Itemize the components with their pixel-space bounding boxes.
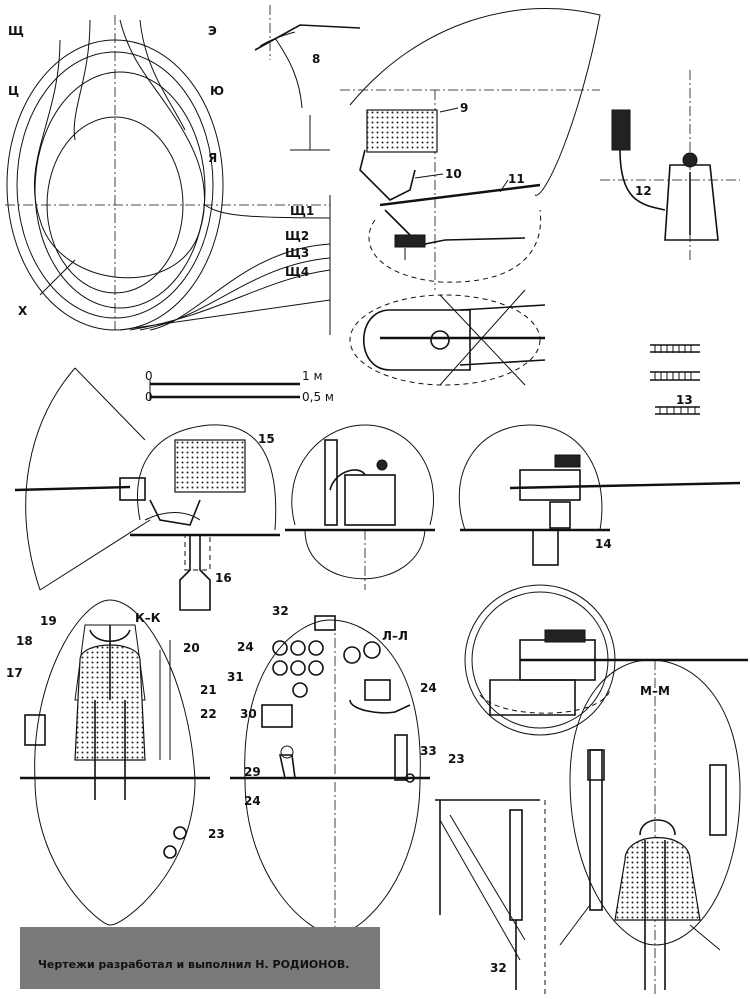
rear-elevation-view: 14 [458, 424, 741, 566]
scale-bottom-value: 0,5 м [302, 390, 334, 404]
part-number-18: 18 [16, 634, 33, 648]
instrument-panel [272, 640, 391, 701]
cartridge-belt: 13 [650, 344, 700, 415]
section-l-l: Л–Л 32 24 31 30 29 24 24 33 23 [227, 604, 465, 936]
section-m-m: М–М [559, 659, 741, 995]
contour-label-ya: Я [208, 151, 217, 165]
part-number-11: 11 [508, 172, 525, 186]
scale-top-value: 1 м [302, 369, 323, 383]
scale-zero-top: 0 [145, 369, 153, 383]
section-k-k: К–К 17 18 19 20 21 22 23 [6, 599, 225, 926]
part-number-22: 22 [200, 707, 217, 721]
part-number-19: 19 [40, 614, 57, 628]
part-number-26: 30 [240, 707, 257, 721]
part-number-14: 14 [595, 537, 612, 551]
part-number-12: 12 [635, 184, 652, 198]
contour-label-ts: Ц [8, 84, 19, 98]
turret-ring-plan [464, 584, 748, 736]
part-number-24c: 24 [420, 681, 437, 695]
part-number-29: 33 [420, 744, 437, 758]
part-number-28: 32 [272, 604, 289, 618]
sight-detail: 12 [600, 70, 740, 260]
section-l-l-title: Л–Л [382, 629, 408, 643]
contour-label-kh: Х [18, 304, 28, 318]
contour-label-shch2: Щ2 [285, 229, 309, 243]
contour-label-e: Э [208, 24, 217, 38]
part-number-13: 13 [676, 393, 693, 407]
part-number-9: 9 [460, 101, 468, 115]
drawing-credit-caption: Чертежи разработал и выполнил Н. РОДИОНО… [38, 958, 350, 971]
contour-label-shch: Щ [8, 24, 24, 38]
part-number-8: 8 [312, 52, 320, 66]
contour-label-shch4: Щ4 [285, 265, 309, 279]
contour-labels: Щ Ц Э Ю Я Х Щ1 Щ2 Щ3 Щ4 [8, 24, 314, 318]
section-m-m-title: М–М [640, 684, 670, 698]
caption-background [20, 927, 380, 989]
part-number-20: 20 [183, 641, 200, 655]
part-number-21: 21 [200, 683, 217, 697]
turret-side-view: 9 10 11 [340, 7, 601, 290]
part-number-25: 29 [244, 765, 261, 779]
contour-label-yu: Ю [210, 84, 224, 98]
scale-zero-bottom: 0 [145, 390, 153, 404]
scale-bar: 0 0 1 м 0,5 м [145, 369, 334, 404]
part-number-17: 17 [6, 666, 23, 680]
cross-section-contours [5, 15, 331, 335]
strut-detail: 32 [435, 799, 546, 995]
turret-plan-view [349, 289, 546, 386]
part-number-27: 31 [227, 670, 244, 684]
part-number-24a: 24 [237, 640, 254, 654]
part-number-23b: 23 [448, 752, 465, 766]
part-number-16: 16 [215, 571, 232, 585]
part-number-15: 15 [258, 432, 275, 446]
part-number-30: 32 [490, 961, 507, 975]
hinge-detail: 8 [254, 5, 361, 151]
contour-label-shch1: Щ1 [290, 204, 314, 218]
part-number-24b: 24 [244, 794, 261, 808]
contour-label-shch3: Щ3 [285, 246, 309, 260]
part-number-10: 10 [445, 167, 462, 181]
side-elevation-view: 15 16 [14, 367, 280, 611]
section-k-k-title: К–К [135, 611, 161, 625]
part-number-23a: 23 [208, 827, 225, 841]
front-elevation-view [285, 424, 435, 590]
